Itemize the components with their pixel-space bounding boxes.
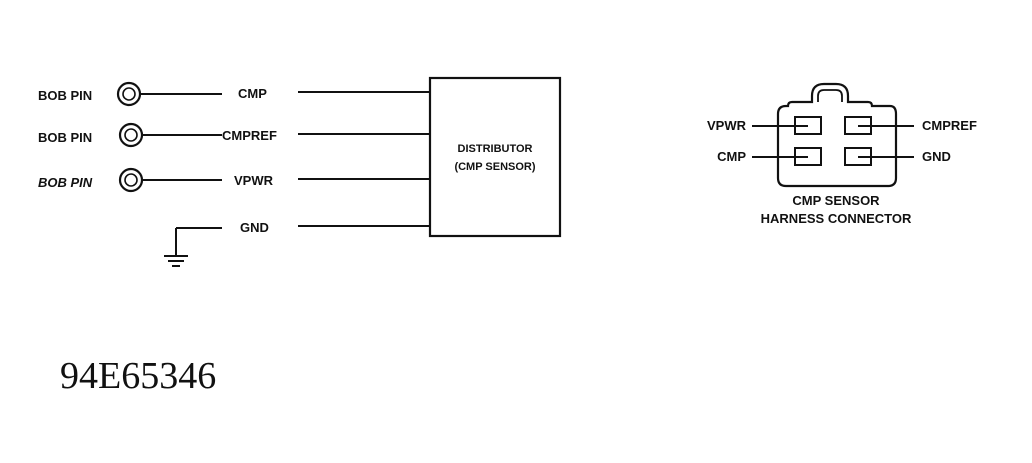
connector-caption-line2: HARNESS CONNECTOR (761, 211, 912, 226)
signal-label-vpwr: VPWR (234, 173, 274, 188)
bob-pin-terminal-1 (116, 81, 142, 107)
connector-label-cmp: CMP (717, 149, 746, 164)
bob-pin-label-2: BOB PIN (38, 130, 92, 145)
signal-label-cmp: CMP (238, 86, 267, 101)
ground-symbol-icon (164, 255, 188, 267)
bob-pin-label-3: BOB PIN (38, 175, 93, 190)
distributor-label-line1: DISTRIBUTOR (458, 143, 533, 155)
distributor-outline (428, 76, 562, 238)
row-gnd: GND (164, 220, 430, 267)
bob-pin-terminal-inner-1 (122, 87, 136, 101)
figure-id: 94E65346 (60, 355, 216, 397)
bob-pin-terminal-2 (118, 122, 144, 148)
connector-label-vpwr: VPWR (707, 118, 747, 133)
connector-latch (817, 89, 843, 102)
connector-label-gnd: GND (922, 149, 951, 164)
signal-label-gnd: GND (240, 220, 269, 235)
schematic: BOB PIN CMP BOB PIN CMPREF BOB PIN VPWR (38, 76, 562, 267)
row-cmpref: BOB PIN CMPREF (38, 122, 430, 148)
bob-pin-terminal-inner-3 (124, 173, 138, 187)
row-cmp: BOB PIN CMP (38, 81, 430, 107)
connector-label-cmpref: CMPREF (922, 118, 977, 133)
signal-label-cmpref: CMPREF (222, 128, 277, 143)
distributor-box: DISTRIBUTOR (CMP SENSOR) (428, 76, 562, 238)
connector-caption-line1: CMP SENSOR (792, 193, 880, 208)
connector-outline (776, 82, 898, 188)
bob-pin-label-1: BOB PIN (38, 88, 92, 103)
bob-pin-terminal-3 (118, 167, 144, 193)
harness-connector: VPWR CMP CMPREF GND CMP SENSOR HARNESS C… (707, 82, 977, 226)
distributor-label-line2: (CMP SENSOR) (454, 161, 535, 173)
row-vpwr: BOB PIN VPWR (38, 167, 430, 193)
bob-pin-terminal-inner-2 (124, 128, 138, 142)
